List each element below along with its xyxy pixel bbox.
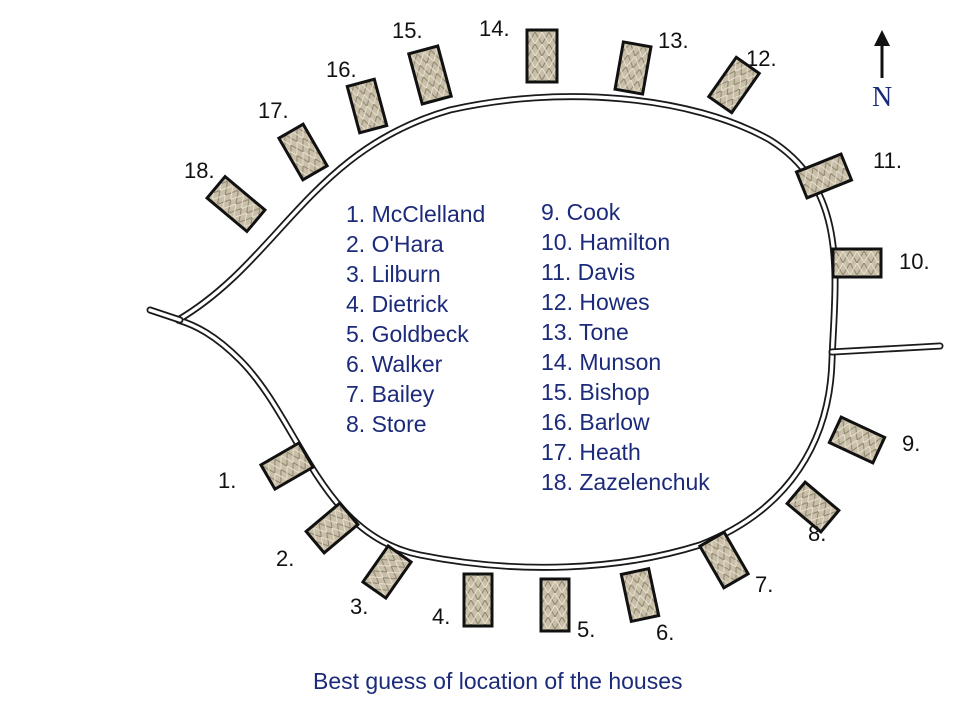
- legend-entry: 12. Howes: [541, 289, 650, 315]
- house-label-15: 15.: [392, 18, 423, 43]
- house-label-3: 3.: [350, 594, 368, 619]
- house-18: [204, 174, 268, 234]
- house-9: [827, 415, 887, 465]
- loop-road: [174, 93, 839, 571]
- loop-road-center: [176, 94, 837, 570]
- legend-left-column: 1. McClelland 2. O'Hara 3. Lilburn 4. Di…: [346, 201, 485, 437]
- legend-entry: 9. Cook: [541, 199, 621, 225]
- house-7: [697, 530, 751, 590]
- house-label-13: 13.: [658, 28, 689, 53]
- house-label-14: 14.: [479, 16, 510, 41]
- house-12: [706, 55, 762, 115]
- house-label-7: 7.: [755, 572, 773, 597]
- house-17: [276, 122, 330, 182]
- legend-entry: 16. Barlow: [541, 409, 650, 435]
- road-network: [146, 93, 944, 571]
- legend-entry: 18. Zazelenchuk: [541, 469, 710, 495]
- legend-entry: 6. Walker: [346, 351, 443, 377]
- legend-entry: 15. Bishop: [541, 379, 650, 405]
- house-6: [619, 566, 661, 624]
- legend-entry: 4. Dietrick: [346, 291, 449, 317]
- house-2: [304, 501, 360, 555]
- legend-entry: 8. Store: [346, 411, 427, 437]
- house-label-5: 5.: [577, 617, 595, 642]
- houses-layer: 1. 2. 3. 4. 5. 6. 7. 8.: [184, 16, 930, 645]
- legend: 1. McClelland 2. O'Hara 3. Lilburn 4. Di…: [346, 199, 710, 495]
- legend-entry: 17. Heath: [541, 439, 641, 465]
- west-road-center: [148, 308, 182, 322]
- house-16: [345, 77, 389, 135]
- house-label-10: 10.: [899, 249, 930, 274]
- house-1: [258, 440, 316, 492]
- house-label-11: 11.: [873, 148, 902, 173]
- north-arrow-icon: [874, 30, 890, 78]
- house-14: [525, 28, 559, 84]
- east-road-center: [830, 344, 942, 354]
- house-label-6: 6.: [656, 620, 674, 645]
- legend-entry: 1. McClelland: [346, 201, 485, 227]
- legend-entry: 5. Goldbeck: [346, 321, 469, 347]
- house-label-1: 1.: [218, 468, 236, 493]
- house-10: [831, 247, 883, 279]
- house-label-8: 8.: [808, 521, 826, 546]
- house-5: [539, 577, 571, 633]
- house-label-18: 18.: [184, 158, 215, 183]
- legend-entry: 14. Munson: [541, 349, 661, 375]
- legend-entry: 11. Davis: [541, 259, 635, 285]
- house-label-16: 16.: [326, 57, 357, 82]
- map-caption: Best guess of location of the houses: [313, 668, 683, 694]
- house-label-2: 2.: [276, 546, 294, 571]
- house-4: [462, 572, 494, 628]
- house-11: [794, 152, 854, 200]
- legend-right-column: 9. Cook 10. Hamilton 11. Davis 12. Howes…: [541, 199, 710, 495]
- house-8: [785, 480, 841, 534]
- legend-entry: 7. Bailey: [346, 381, 435, 407]
- legend-entry: 3. Lilburn: [346, 261, 441, 287]
- house-3: [360, 543, 414, 601]
- house-13: [613, 40, 653, 96]
- house-label-12: 12.: [746, 46, 777, 71]
- house-15: [406, 44, 454, 106]
- house-label-4: 4.: [432, 604, 450, 629]
- north-label: N: [872, 82, 892, 113]
- legend-entry: 2. O'Hara: [346, 231, 444, 257]
- house-label-17: 17.: [258, 98, 289, 123]
- legend-entry: 10. Hamilton: [541, 229, 670, 255]
- house-label-9: 9.: [902, 431, 920, 456]
- legend-entry: 13. Tone: [541, 319, 629, 345]
